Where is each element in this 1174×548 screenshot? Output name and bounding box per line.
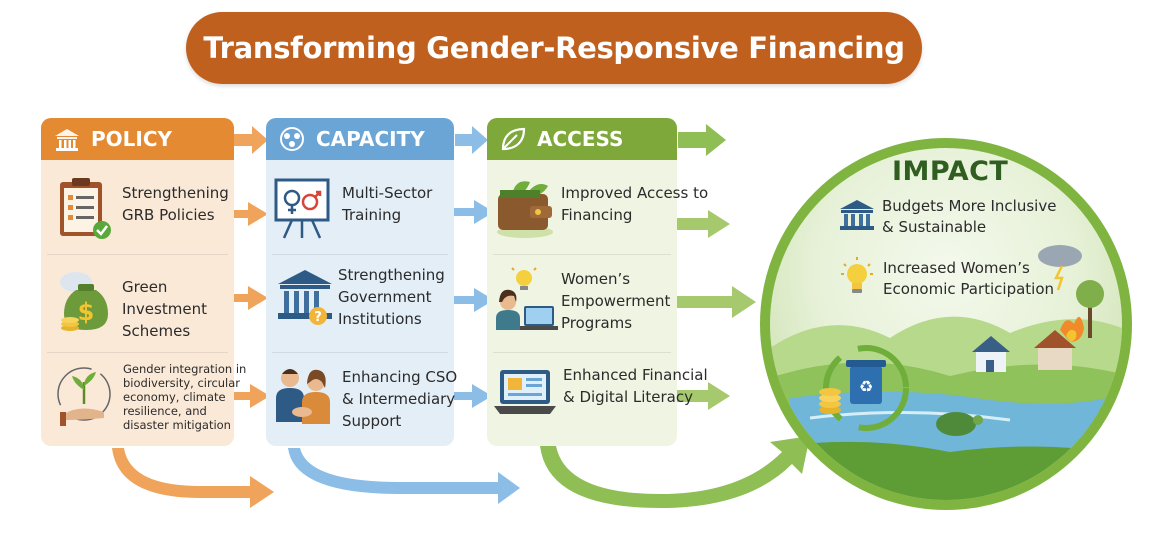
woman-laptop-icon bbox=[496, 266, 558, 330]
wallet-icon bbox=[497, 181, 553, 238]
capacity-item-1-text: Multi-Sector Training bbox=[342, 184, 433, 224]
training-board-icon bbox=[274, 178, 330, 239]
policy-divider-2 bbox=[47, 352, 228, 353]
capitol-building-icon bbox=[55, 129, 79, 151]
svg-text:?: ? bbox=[314, 310, 322, 325]
svg-text:♻: ♻ bbox=[859, 377, 873, 396]
policy-item-3-text: Gender integration in biodiversity, circ… bbox=[123, 362, 247, 432]
access-item-1-text: Improved Access to Financing bbox=[561, 184, 709, 224]
policy-item-2-text: Green Investment Schemes bbox=[122, 278, 207, 340]
coin-stack-icon bbox=[819, 388, 841, 414]
money-bag-icon: $ bbox=[60, 272, 108, 331]
laptop-chart-icon bbox=[494, 370, 556, 414]
impact-item-2-text: Increased Women’s Economic Participation bbox=[883, 259, 1055, 298]
house-icon bbox=[972, 336, 1010, 372]
access-item-3-text: Enhanced Financial & Digital Literacy bbox=[563, 366, 708, 406]
leaf-icon bbox=[501, 127, 526, 151]
access-item-2-text: Women’s Empowerment Programs bbox=[561, 270, 671, 332]
curve-arrow-capacity bbox=[288, 448, 520, 504]
access-divider-2 bbox=[493, 352, 671, 353]
checklist-clipboard-icon bbox=[60, 178, 111, 239]
government-building-icon: ? bbox=[278, 270, 332, 325]
svg-text:$: $ bbox=[78, 298, 95, 326]
policy-header: POLICY bbox=[41, 118, 234, 160]
handshake-people-icon bbox=[276, 369, 330, 424]
arrow-capacity-access bbox=[455, 126, 488, 154]
curve-arrow-access bbox=[540, 436, 810, 508]
impact-item-1-text: Budgets More Inclusive & Sustainable bbox=[882, 197, 1057, 236]
curve-arrow-policy bbox=[112, 448, 274, 508]
plant-hand-icon bbox=[57, 367, 111, 426]
capacity-item-2-text: Strengthening Government Institutions bbox=[338, 266, 445, 328]
capacity-label: CAPACITY bbox=[316, 127, 425, 151]
policy-item-1-text: Strengthening GRB Policies bbox=[122, 184, 229, 224]
impact-label: IMPACT bbox=[892, 156, 1009, 187]
lightbulb-icon bbox=[841, 257, 873, 293]
bank-building-icon bbox=[840, 200, 874, 230]
access-label: ACCESS bbox=[537, 127, 624, 151]
capacity-divider-1 bbox=[272, 254, 448, 255]
capacity-divider-2 bbox=[272, 352, 448, 353]
diagram-title: Transforming Gender-Responsive Financing bbox=[203, 31, 905, 65]
storm-cloud-icon bbox=[1038, 245, 1082, 291]
capacity-item-3-text: Enhancing CSO & Intermediary Support bbox=[342, 368, 458, 430]
capacity-header: CAPACITY bbox=[266, 118, 454, 160]
access-divider-1 bbox=[493, 254, 671, 255]
tree-icon bbox=[1076, 280, 1104, 338]
people-network-icon bbox=[280, 127, 304, 151]
impact-circle: ♻ bbox=[760, 138, 1132, 510]
arrow-access-impact bbox=[678, 124, 726, 156]
access-header: ACCESS bbox=[487, 118, 677, 160]
policy-divider-1 bbox=[47, 254, 228, 255]
policy-label: POLICY bbox=[91, 127, 173, 151]
recycling-bin-icon: ♻ bbox=[823, 345, 909, 431]
landscape-illustration: ♻ bbox=[770, 245, 1122, 500]
title-banner: Transforming Gender-Responsive Financing bbox=[186, 12, 922, 84]
turtle-icon bbox=[936, 412, 983, 436]
burning-house-icon bbox=[1034, 316, 1084, 370]
arrow-policy-capacity bbox=[234, 126, 268, 154]
